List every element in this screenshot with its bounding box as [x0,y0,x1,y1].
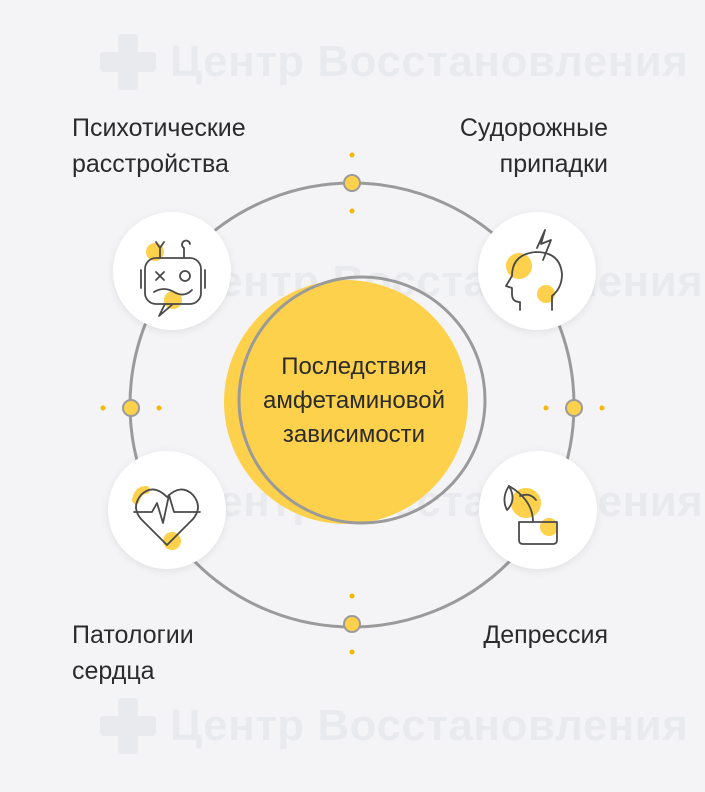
heart-pulse-icon [132,486,201,550]
badge-depression [479,451,597,569]
center-yellow-disc [224,280,468,524]
connector-bottom [343,593,361,655]
label-psychotic: Психотические расстройства [72,114,246,178]
label-depression: Депрессия [483,621,608,649]
connector-right [543,399,605,417]
connector-top [343,152,361,214]
wilted-plant-icon [503,485,558,545]
badge-psychotic [113,212,231,330]
badge-heart [108,451,226,569]
confused-robot-icon [140,239,206,317]
badge-seizures [478,212,596,330]
center-outline-ring [237,275,487,525]
connector-left [100,399,162,417]
label-heart: Патологии сердца [72,621,194,685]
label-seizures: Судорожные припадки [459,114,608,178]
center-title: Последствия амфетаминовой зависимости [263,353,445,448]
head-lightning-icon [505,229,563,311]
